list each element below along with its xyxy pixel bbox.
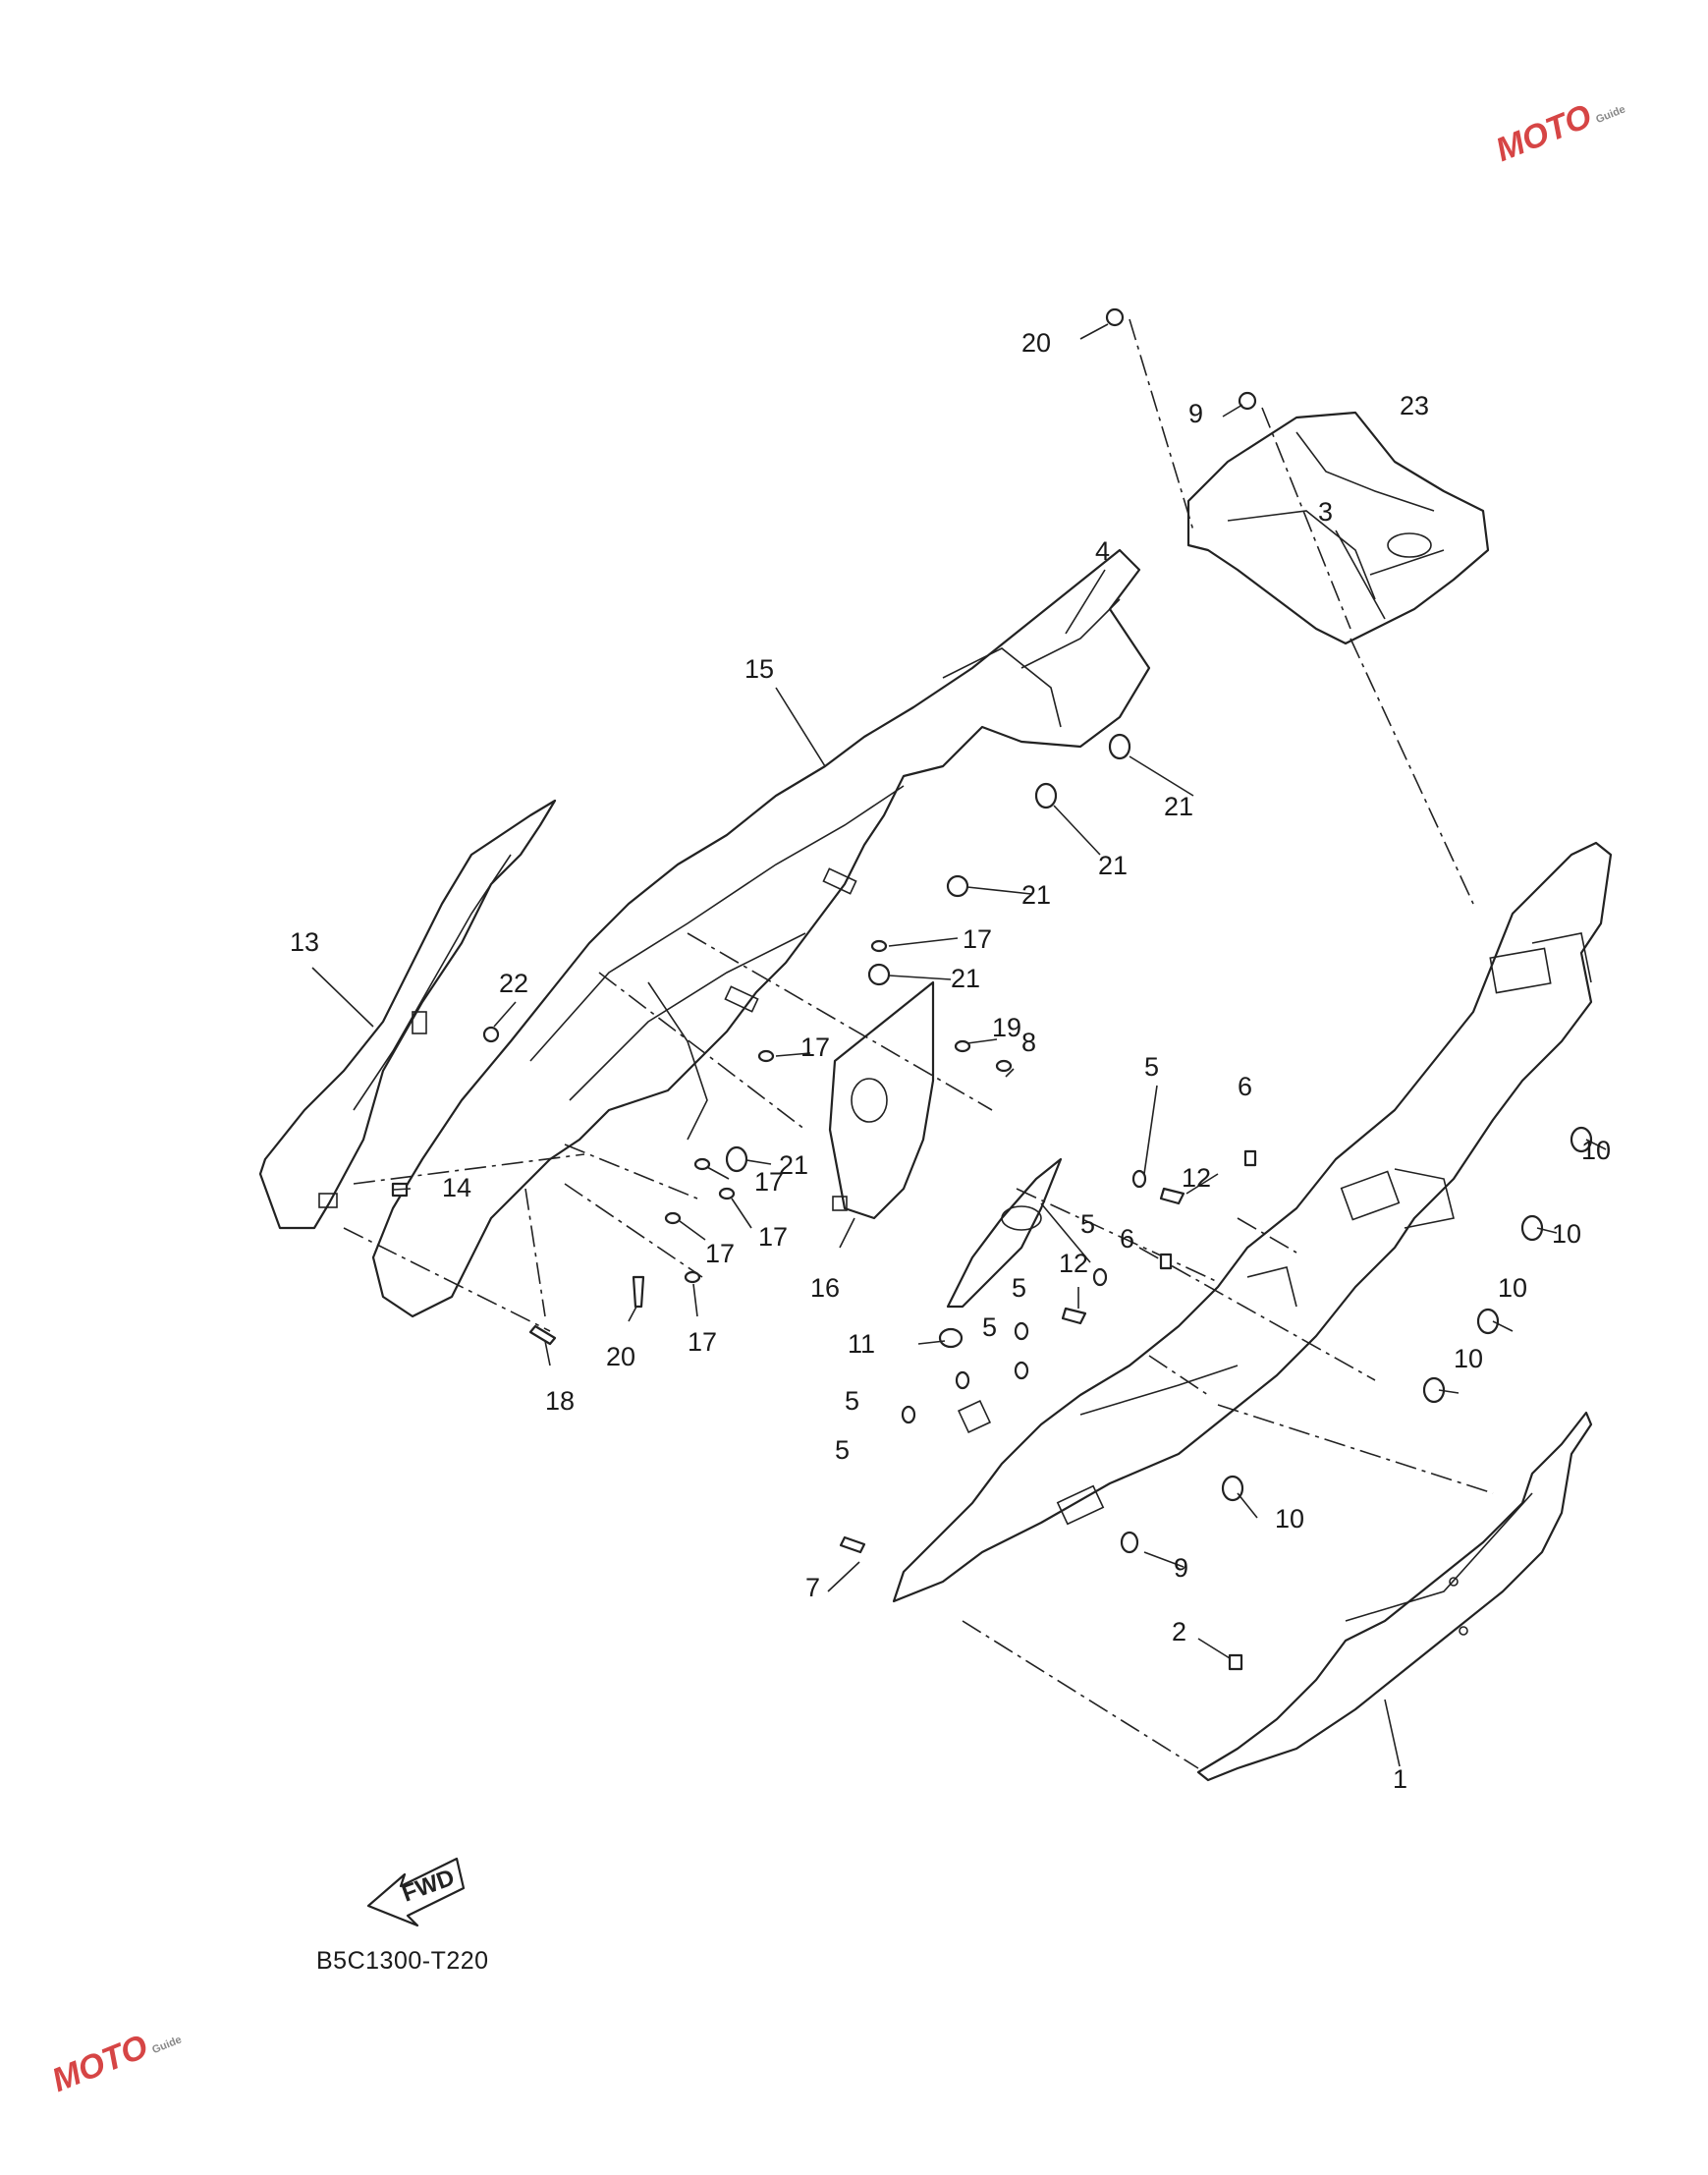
bolt-21-icon (1034, 782, 1058, 809)
part-23-cover (1186, 411, 1490, 645)
callout-23: 23 (1400, 391, 1429, 420)
part-15-inner-panel (371, 548, 1151, 1318)
screw-9-icon (1120, 1531, 1139, 1554)
callout-5d: 5 (982, 1312, 997, 1342)
callout-17f: 17 (688, 1327, 717, 1357)
callout-17a: 17 (963, 924, 992, 954)
callout-12b: 12 (1059, 1249, 1088, 1278)
callout-4: 4 (1095, 536, 1110, 566)
part-3-side-cover (892, 841, 1613, 1603)
callout-21c: 21 (1021, 880, 1051, 910)
rivet-20-icon (632, 1275, 645, 1309)
callout-13: 13 (290, 927, 319, 957)
callout-17b: 17 (800, 1032, 830, 1062)
bolt-10-icon (1520, 1214, 1544, 1242)
washer-17-icon (870, 939, 888, 953)
diagram-code: B5C1300-T220 (316, 1947, 489, 1975)
callout-7: 7 (805, 1573, 820, 1602)
callout-12a: 12 (1182, 1163, 1211, 1193)
callout-5c: 5 (1012, 1273, 1026, 1303)
collar-5-icon (1014, 1321, 1029, 1341)
callout-1: 1 (1393, 1764, 1407, 1794)
nut-2-icon (1228, 1653, 1243, 1671)
callout-21e: 21 (779, 1150, 808, 1180)
callout-20a: 20 (1021, 328, 1051, 358)
part-4-strip (946, 1157, 1063, 1309)
washer-17-icon (693, 1157, 711, 1171)
washer-17-icon (718, 1187, 736, 1200)
screw-9-top-icon (1238, 391, 1257, 411)
bolt-21-icon (1108, 733, 1131, 760)
callout-5f: 5 (835, 1435, 850, 1465)
washer-8-icon (995, 1059, 1013, 1073)
callout-17d: 17 (758, 1222, 788, 1252)
washer-19-icon (954, 1039, 971, 1053)
screw-20-top-icon (1105, 307, 1125, 327)
bolt-21-icon (946, 874, 969, 898)
collar-5-icon (955, 1370, 970, 1390)
callout-18: 18 (545, 1386, 575, 1416)
callout-10c: 10 (1498, 1273, 1527, 1303)
callout-10a: 10 (1581, 1136, 1611, 1165)
callout-6b: 6 (1120, 1224, 1134, 1254)
part-13-trim (258, 799, 557, 1230)
callout-22: 22 (499, 969, 528, 998)
callout-21d: 21 (951, 964, 980, 993)
screw-18-icon (528, 1324, 557, 1346)
assembly-lines (343, 318, 1494, 1769)
bolt-7-icon (839, 1535, 866, 1554)
callout-10b: 10 (1552, 1219, 1581, 1249)
callout-9b: 9 (1174, 1553, 1188, 1583)
callout-6a: 6 (1238, 1072, 1252, 1101)
washer-17-icon (757, 1049, 775, 1063)
nut-6-icon (1159, 1253, 1173, 1270)
bolt-21-icon (725, 1145, 748, 1173)
bolt-21-icon (867, 963, 891, 986)
callout-17e: 17 (705, 1239, 735, 1268)
callout-8: 8 (1021, 1028, 1036, 1057)
callout-15: 15 (744, 654, 774, 684)
collar-5-icon (901, 1405, 916, 1424)
callout-17c: 17 (754, 1167, 784, 1197)
callout-10d: 10 (1454, 1344, 1483, 1373)
collar-5-icon (1092, 1267, 1108, 1287)
screw-12-icon (1159, 1187, 1185, 1205)
callout-5e: 5 (845, 1386, 859, 1416)
callout-21a: 21 (1164, 792, 1193, 821)
callout-10e: 10 (1275, 1504, 1304, 1534)
callout-11: 11 (848, 1329, 875, 1359)
callout-14: 14 (442, 1173, 471, 1202)
callouts: 1 2 3 4 5 5 5 5 5 5 6 6 7 8 9 9 10 10 10… (290, 328, 1611, 1794)
washer-17-icon (664, 1211, 682, 1225)
clip-22-icon (482, 1026, 500, 1043)
part-16-grille (828, 980, 935, 1220)
callout-9a: 9 (1188, 399, 1203, 428)
callout-5b: 5 (1080, 1209, 1095, 1239)
bolt-10-icon (1476, 1308, 1500, 1335)
callout-5a: 5 (1144, 1052, 1159, 1082)
callout-20b: 20 (606, 1342, 635, 1371)
screw-12-icon (1061, 1307, 1087, 1325)
fwd-arrow-icon: FWD (366, 1857, 466, 1927)
part-1-lower-cover (1196, 1411, 1593, 1782)
callout-19: 19 (992, 1013, 1021, 1042)
bolt-10-icon (1570, 1126, 1593, 1153)
collar-5-icon (1014, 1361, 1029, 1380)
leader-lines (311, 323, 1607, 1767)
washer-17-icon (684, 1270, 701, 1284)
callout-16: 16 (810, 1273, 840, 1303)
callout-3: 3 (1318, 497, 1333, 527)
nut-6-icon (1243, 1149, 1257, 1167)
fasteners (391, 307, 1593, 1671)
clip-11-icon (938, 1327, 964, 1349)
callout-21b: 21 (1098, 851, 1128, 880)
callout-2: 2 (1172, 1617, 1186, 1646)
collar-5-icon (1131, 1169, 1147, 1189)
